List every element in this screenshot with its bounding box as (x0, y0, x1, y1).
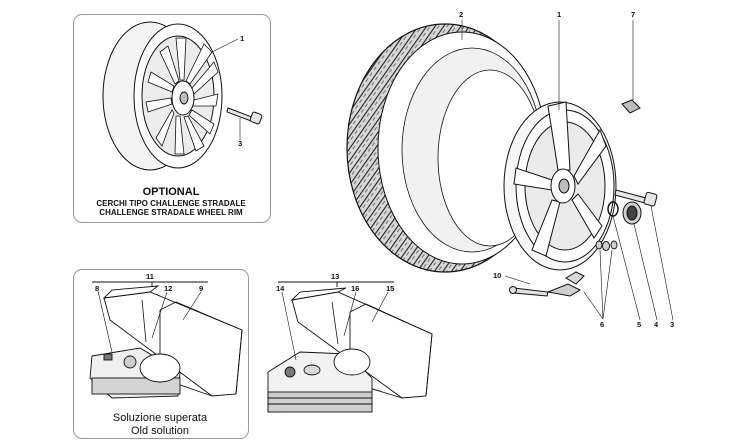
optional-caption: OPTIONAL CERCHI TIPO CHALLENGE STRADALE … (73, 186, 269, 217)
callout-valve-parts: 6 (600, 320, 605, 329)
optional-title: OPTIONAL (142, 186, 200, 198)
new-kit-leaders (281, 291, 389, 361)
new-kit (267, 281, 433, 413)
callout-inset-rim: 1 (240, 34, 245, 43)
callout-old-bag: 9 (199, 284, 204, 293)
valve-assembly (509, 271, 585, 297)
callout-cap: 4 (654, 320, 659, 329)
callout-emblem: 7 (631, 10, 636, 19)
challenge-bolt (226, 107, 263, 125)
old-kit-leaders (97, 290, 202, 353)
emblem-part (621, 99, 641, 114)
inset-leaders (211, 38, 241, 140)
centre-cap (622, 201, 642, 225)
valve-parts (595, 240, 618, 251)
callout-new-bag: 15 (386, 284, 395, 293)
optional-line-english: CHALLENGE STRADALE WHEEL RIM (99, 207, 243, 217)
callout-new-compressor: 14 (276, 284, 285, 293)
callout-kit-old: 11 (146, 272, 154, 281)
callout-bolt: 3 (670, 320, 675, 329)
callout-new-tube: 16 (351, 284, 360, 293)
old-kit (89, 281, 243, 399)
callout-tyre: 2 (459, 10, 464, 19)
old-solution-caption: Soluzione superata Old solution (73, 412, 247, 437)
five-spoke-rim (503, 101, 617, 271)
callout-valve-assembly: 10 (493, 271, 502, 280)
challenge-rim (102, 21, 223, 171)
main-leaders (461, 20, 674, 321)
callout-old-compressor: 8 (95, 284, 100, 293)
optional-line-italian: CERCHI TIPO CHALLENGE STRADALE (96, 198, 246, 208)
callout-old-tube: 12 (164, 284, 173, 293)
callout-washer: 5 (637, 320, 642, 329)
wheel-bolt (614, 189, 658, 207)
callout-kit-new: 13 (331, 272, 340, 281)
old-solution-italian: Soluzione superata (112, 412, 208, 424)
callout-inset-bolt: 3 (238, 139, 243, 148)
old-solution-english: Old solution (130, 424, 190, 437)
callout-rim: 1 (557, 10, 562, 19)
